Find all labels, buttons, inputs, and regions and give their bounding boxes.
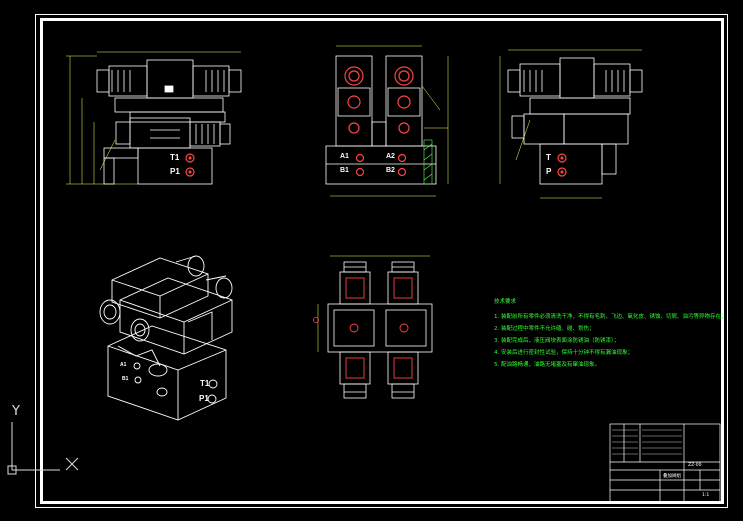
front-port-p1 [185,167,195,177]
title-block [609,423,721,503]
iso-label-t1: T1 [200,379,210,388]
front-label-t1: T1 [170,153,180,162]
technical-requirements: 技术要求 1. 装配前所有零件必须清洗干净，不得有毛刺、飞边、氧化皮、锈蚀、切屑… [494,296,734,371]
top-label-b1: B1 [340,167,349,174]
title-block-drawing-no: ZZ-00 [688,463,702,468]
top-view-port-rings [344,66,414,177]
notes-item: 2. 装配过程中零件不允许磕、碰、划伤； [494,326,595,332]
front-view [66,51,242,185]
ucs-axes-icon [7,422,79,475]
bottom-view-details [345,277,413,379]
top-view-hatch [423,139,433,185]
top-label-a2: A2 [386,153,395,160]
side-label-p: P [546,167,552,176]
ucs-y-label: Y [12,404,20,419]
top-view [325,45,449,197]
notes-item: 1. 装配前所有零件必须清洗干净，不得有毛刺、飞边、氧化皮、锈蚀、切屑、油污等异… [494,314,727,320]
iso-label-b1: B1 [122,376,129,382]
iso-label-p1: P1 [199,394,209,403]
side-port-t [557,153,567,163]
iso-label-a1: A1 [120,362,127,368]
title-block-scale: 1:1 [702,493,710,498]
isometric-view [99,255,233,421]
side-port-p [557,167,567,177]
notes-title: 技术要求 [494,299,517,305]
outer-border [35,14,728,508]
title-block-name: 叠加阀组 [663,474,681,479]
front-label-p1: P1 [170,167,180,176]
side-label-t: T [546,153,551,162]
top-label-a1: A1 [340,153,349,160]
side-view [499,49,643,199]
front-port-t1 [185,153,195,163]
notes-item: 5. 配油路畅通，油路无堵塞及有窜油现象。 [494,362,600,368]
top-label-b2: B2 [386,167,395,174]
iso-port-rings [133,362,218,404]
bottom-view [313,255,433,399]
notes-item: 3. 装配完成后，液压阀块表面涂防锈油（防锈漆）； [494,338,620,344]
notes-item: 4. 安装后进行密封性试验，保持十分钟不得有漏油现象； [494,350,633,356]
inner-border [40,18,724,504]
